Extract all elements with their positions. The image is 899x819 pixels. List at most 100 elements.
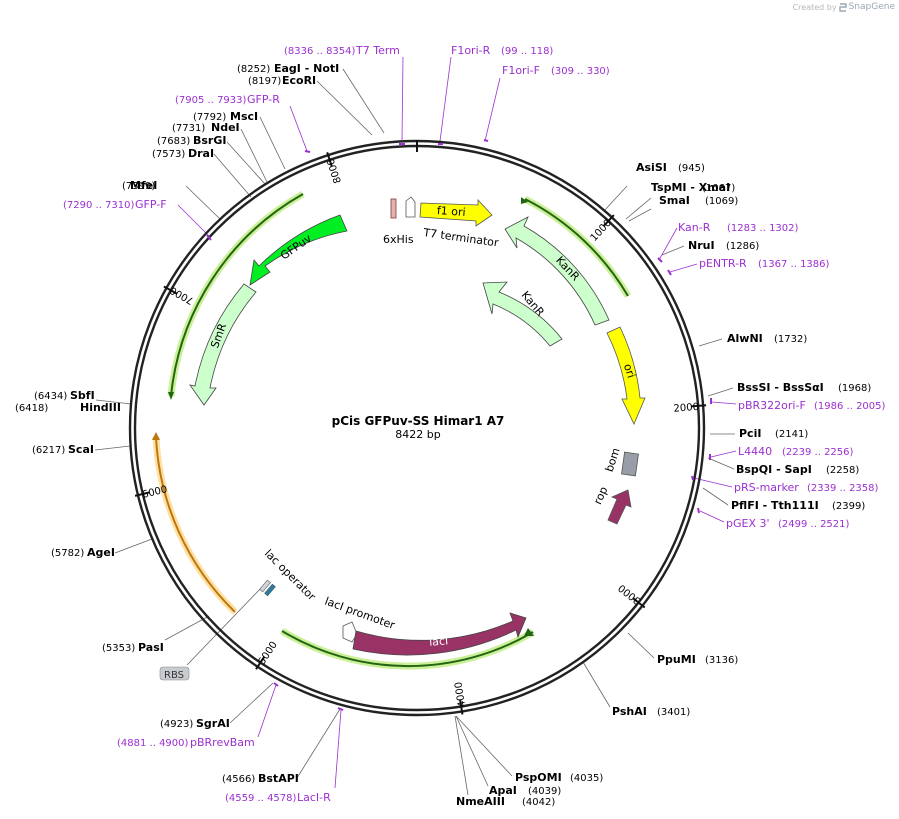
orf-gfp-arrowhead [168, 392, 174, 400]
enzyme-site[interactable]: ScaI(6217) [32, 443, 94, 456]
enzyme-position: (2141) [775, 429, 808, 440]
enzyme-position: (7399) [122, 181, 155, 192]
enzyme-site[interactable]: NdeI(7731) [172, 121, 240, 134]
primer-name: T7 Term [355, 44, 400, 57]
enzyme-site[interactable]: SbfI(6434) [34, 389, 95, 402]
enzyme-site[interactable]: PpuMI(3136) [657, 653, 738, 666]
enzyme-name: PspOMI [515, 771, 562, 784]
primer-name: pRS-marker [734, 481, 799, 494]
feature-rop[interactable] [607, 489, 632, 525]
feature-bom[interactable] [621, 451, 639, 477]
tick-label-5000: 5000 [257, 640, 280, 667]
primer-site[interactable]: F1ori-R(99 .. 118) [451, 44, 553, 57]
watermark-brand: SnapGene [848, 2, 895, 12]
feature-ori[interactable] [606, 326, 646, 425]
tick-label-3000: 3000 [617, 582, 644, 606]
orf-laci-arrowhead [524, 628, 534, 636]
enzyme-site[interactable]: PshAI(3401) [612, 705, 690, 718]
feature-rop-label: rop [591, 485, 610, 507]
primer-position: (99 .. 118) [501, 46, 553, 57]
enzyme-site[interactable]: BstAPI(4566) [222, 772, 299, 785]
enzyme-name: BsrGI [193, 134, 226, 147]
enzyme-site[interactable]: PciI(2141) [739, 427, 808, 440]
feature-6xhis-label: 6xHis [383, 233, 414, 246]
feature-laci[interactable] [352, 612, 527, 656]
enzyme-site[interactable]: BssSI - BssSαI (1968) [737, 381, 871, 394]
enzyme-position: (3136) [705, 655, 738, 666]
tick-label-8000: 8000 [326, 157, 344, 185]
primer-position: (4881 .. 4900) [117, 738, 189, 749]
primer-site[interactable]: pBR322ori-F(1986 .. 2005) [738, 399, 886, 412]
enzyme-name: BssSI - BssSαI [737, 381, 824, 394]
primer-site[interactable]: LacI-R(4559 .. 4578) [225, 791, 331, 804]
enzyme-site[interactable]: TspMI - XmaI(1067) [651, 181, 735, 194]
feature-t7-terminator[interactable] [405, 196, 416, 218]
feature-kanr-inner[interactable] [482, 281, 563, 347]
primer-site[interactable]: pENTR-R(1367 .. 1386) [699, 257, 830, 270]
enzyme-position: (1286) [726, 241, 759, 252]
enzyme-position: (5782) [51, 548, 84, 559]
primer-position: (309 .. 330) [551, 66, 610, 77]
enzyme-position: (4042) [522, 797, 555, 808]
enzyme-site[interactable]: PspOMI(4035) [515, 771, 603, 784]
primer-name: Kan-R [678, 221, 711, 234]
enzyme-position: (2399) [832, 501, 865, 512]
feature-ori-label: ori [621, 362, 638, 380]
primer-site[interactable]: T7 Term(8336 .. 8354) [284, 44, 400, 57]
feature-kanr-outer[interactable] [504, 216, 610, 326]
enzyme-site[interactable]: MfeI(7399) [122, 179, 157, 192]
enzyme-site[interactable]: HindIII(6418) [15, 401, 121, 414]
enzyme-site[interactable]: PasI(5353) [102, 641, 164, 654]
enzyme-site[interactable]: AlwNI(1732) [727, 332, 807, 345]
primer-site[interactable]: L4440(2239 .. 2256) [738, 445, 854, 458]
feature-t7-terminator-label: T7 terminator [422, 226, 500, 250]
enzyme-position: (8197) [248, 76, 281, 87]
enzyme-position: (7683) [157, 136, 190, 147]
enzyme-position: (1968) [838, 383, 871, 394]
feature-smr[interactable] [189, 283, 257, 406]
enzyme-site[interactable]: NmeAIII (4042) [456, 795, 555, 808]
primer-site[interactable]: pBRrevBam(4881 .. 4900) [117, 736, 255, 749]
enzyme-site[interactable]: SgrAI(4923) [160, 717, 230, 730]
orf-kanr-arrowhead [521, 197, 528, 204]
feature-6xhis[interactable] [390, 198, 397, 219]
enzyme-site[interactable]: AgeI(5782) [51, 546, 115, 559]
enzyme-site[interactable]: AsiSI(945) [636, 161, 705, 174]
primer-name: pGEX 3' [726, 517, 770, 530]
enzyme-site[interactable]: PflFI - Tth111I(2399) [731, 499, 865, 512]
primer-site[interactable]: GFP-F(7290 .. 7310) [63, 198, 167, 211]
enzyme-name: TspMI - XmaI [651, 181, 730, 194]
enzyme-position: (6434) [34, 391, 67, 402]
enzyme-site[interactable]: NruI(1286) [688, 239, 759, 252]
primer-site[interactable]: pRS-marker(2339 .. 2358) [734, 481, 879, 494]
enzyme-name: ApaI [489, 784, 517, 797]
enzyme-position: (945) [678, 163, 705, 174]
enzyme-name: NmeAIII [456, 795, 505, 808]
enzyme-site[interactable]: SmaI(1069) [659, 194, 738, 207]
feature-lac-operator[interactable] [259, 579, 276, 597]
enzyme-position: (8252) [237, 64, 270, 75]
primer-site[interactable]: F1ori-F(309 .. 330) [502, 64, 610, 77]
enzyme-position: (7731) [172, 123, 205, 134]
primer-position: (1986 .. 2005) [814, 401, 886, 412]
feature-lac-operator-label: lac operator [262, 547, 319, 604]
tick-mark-7000 [163, 285, 178, 295]
enzyme-site[interactable]: EcoRI(8197) [248, 74, 316, 87]
feature-laci-promoter-label: lacI promoter [323, 595, 397, 633]
primer-position: (8336 .. 8354) [284, 46, 356, 57]
enzyme-site[interactable]: ApaI (4039) [489, 784, 561, 797]
feature-gfpuv[interactable] [249, 214, 348, 286]
enzyme-site[interactable]: BsrGI(7683) [157, 134, 226, 147]
feature-rbs[interactable] [159, 666, 190, 681]
feature-rbs-label: RBS [164, 670, 184, 681]
feature-f1-ori[interactable] [419, 198, 493, 227]
primer-site[interactable]: Kan-R(1283 .. 1302) [678, 221, 799, 234]
tick-label-4000: 4000 [453, 681, 468, 708]
enzyme-position: (4039) [528, 786, 561, 797]
enzyme-site[interactable]: DraI(7573) [152, 147, 214, 160]
primer-site[interactable]: GFP-R(7905 .. 7933) [175, 93, 280, 106]
enzyme-site[interactable]: EagI - NotI(8252) [237, 62, 339, 75]
enzyme-site[interactable]: BspQI - SapI(2258) [736, 463, 859, 476]
enzyme-site[interactable]: MscI(7792) [193, 110, 258, 123]
primer-site[interactable]: pGEX 3'(2499 .. 2521) [726, 517, 850, 530]
